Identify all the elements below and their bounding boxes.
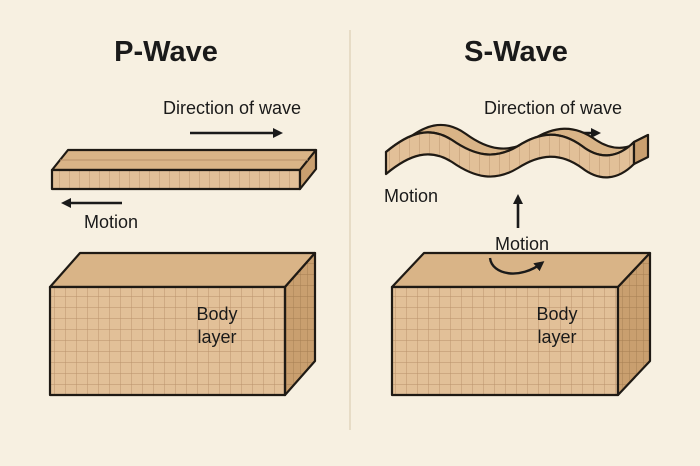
p-wave-body-block <box>48 251 317 397</box>
p-wave-rod <box>50 148 318 191</box>
p-wave-direction-label: Direction of wave <box>163 98 301 118</box>
s-wave-body-block <box>390 251 652 397</box>
p-wave-title: P-Wave <box>114 36 218 68</box>
s-wave-body-label-line2: layer <box>537 327 576 347</box>
s-wave-title: S-Wave <box>464 36 568 68</box>
curved-arrow-icon <box>488 257 545 275</box>
p-wave-body-label-line2: layer <box>197 327 236 347</box>
s-wave-ribbon <box>384 123 650 179</box>
s-wave-motion-label-wave: Motion <box>384 186 438 206</box>
p-wave-panel: P-Wave Direction of wave Motion Body lay… <box>48 36 318 397</box>
s-wave-panel: S-Wave Direction of wave Motion Motion B… <box>384 36 652 397</box>
s-wave-body-label-line1: Body <box>536 304 577 324</box>
p-wave-body-label-line1: Body <box>196 304 237 324</box>
s-wave-direction-label: Direction of wave <box>484 98 622 118</box>
p-wave-motion-label: Motion <box>84 212 138 232</box>
s-wave-motion-label-block: Motion <box>495 234 549 254</box>
